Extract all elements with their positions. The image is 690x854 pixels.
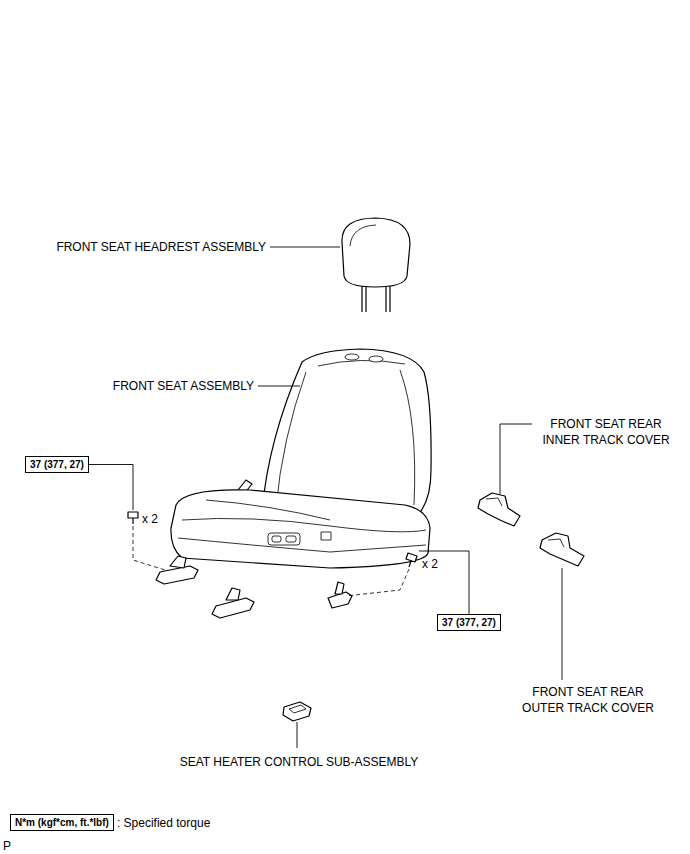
- part-name: FRONT SEAT HEADREST ASSEMBLY: [56, 239, 266, 255]
- part-name: FRONT SEAT ASSEMBLY: [113, 378, 254, 394]
- page-mark: P: [3, 838, 11, 854]
- torque-text: N*m (kgf*cm, ft.*lbf): [15, 816, 109, 829]
- quantity: x 2: [142, 511, 158, 527]
- part-name: SEAT HEATER CONTROL SUB-ASSEMBLY: [180, 754, 419, 770]
- leader-line: [89, 465, 133, 511]
- torque-text: 37 (377, 27): [30, 458, 84, 471]
- torque-legend-box: N*m (kgf*cm, ft.*lbf): [10, 814, 114, 831]
- leader-line: [419, 551, 469, 614]
- part-name: FRONT SEAT REAR OUTER TRACK COVER: [518, 684, 658, 716]
- part-name: FRONT SEAT REAR INNER TRACK COVER: [536, 416, 676, 448]
- torque-box: 37 (377, 27): [25, 456, 89, 473]
- quantity: x 2: [422, 556, 438, 572]
- torque-text: 37 (377, 27): [442, 616, 496, 629]
- leader-line: [500, 424, 532, 494]
- legend-text: : Specified torque: [117, 815, 210, 831]
- torque-box: 37 (377, 27): [437, 614, 501, 631]
